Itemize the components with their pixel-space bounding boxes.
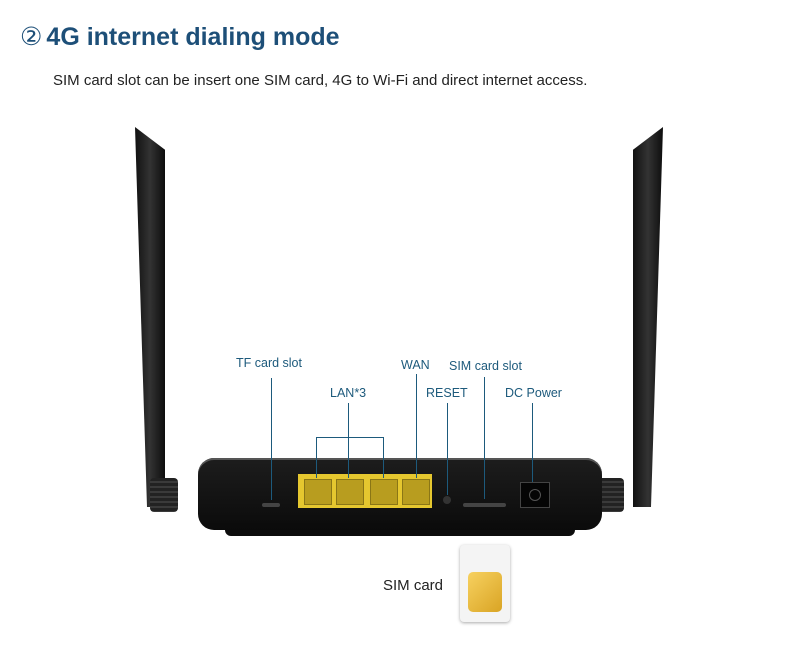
sim-card-image bbox=[460, 545, 510, 622]
label-dc-power: DC Power bbox=[505, 386, 562, 400]
left-antenna-hinge bbox=[150, 478, 178, 512]
lan-port-2 bbox=[336, 479, 364, 505]
sim-chip-icon bbox=[468, 572, 502, 612]
title-text: 4G internet dialing mode bbox=[46, 23, 340, 51]
ethernet-ports bbox=[298, 474, 432, 508]
description: SIM card slot can be insert one SIM card… bbox=[53, 72, 588, 89]
leader-line-lan bbox=[348, 403, 349, 437]
leader-line-dc bbox=[532, 403, 533, 482]
leader-line-lan-3 bbox=[383, 437, 384, 478]
left-antenna bbox=[135, 127, 165, 507]
right-antenna bbox=[633, 127, 663, 507]
leader-line-tf bbox=[271, 378, 272, 500]
leader-line-lan-2 bbox=[348, 437, 349, 478]
label-reset: RESET bbox=[426, 386, 468, 400]
wan-port bbox=[402, 479, 430, 505]
leader-line-wan bbox=[416, 374, 417, 478]
dc-power-jack bbox=[520, 482, 550, 508]
label-tf-card-slot: TF card slot bbox=[236, 356, 302, 370]
lan-port-1 bbox=[304, 479, 332, 505]
router-base bbox=[225, 526, 575, 536]
label-lan: LAN*3 bbox=[330, 386, 367, 400]
leader-line-lan-1 bbox=[316, 437, 317, 478]
label-sim-card-slot: SIM card slot bbox=[449, 359, 522, 373]
sim-card-label: SIM card bbox=[383, 577, 444, 594]
reset-button bbox=[443, 496, 451, 504]
label-wan: WAN bbox=[401, 358, 430, 372]
lan-port-3 bbox=[370, 479, 398, 505]
sim-card-slot bbox=[463, 503, 506, 507]
tf-card-slot bbox=[262, 503, 280, 507]
leader-line-lan-bar bbox=[316, 437, 384, 438]
leader-line-reset bbox=[447, 403, 448, 495]
section-number: ② bbox=[20, 23, 43, 51]
leader-line-sim bbox=[484, 377, 485, 499]
